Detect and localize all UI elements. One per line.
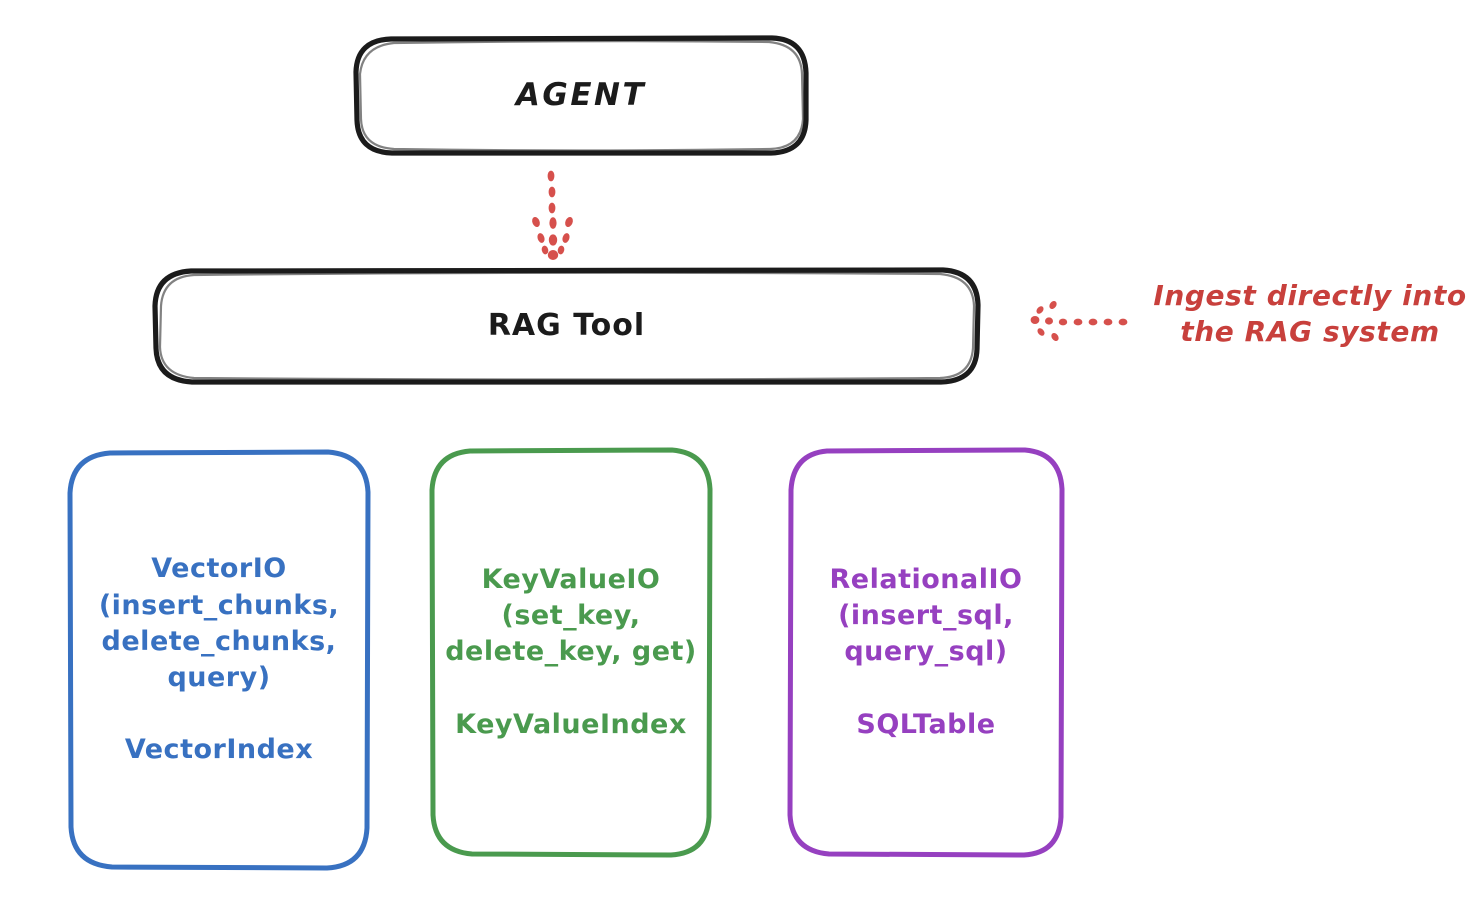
keyvalueio-box-outline [429, 447, 713, 858]
keyvalueio-label: KeyValueIO (set_key, delete_key, get) Ke… [445, 564, 697, 740]
relationalio-label: RelationalIO (insert_sql, query_sql) SQL… [829, 564, 1023, 740]
relationalio-node[interactable]: RelationalIO (insert_sql, query_sql) SQL… [790, 450, 1062, 855]
vectorio-box-outline [67, 449, 371, 871]
rag-tool-box-outline [152, 267, 981, 385]
ingest-annotation-text: Ingest directly into the RAG system [1153, 279, 1467, 348]
rag-tool-node[interactable]: RAG Tool [155, 270, 978, 383]
rag-tool-label: RAG Tool [487, 308, 646, 344]
vectorio-label: VectorIO (insert_chunks, delete_chunks, … [98, 553, 340, 766]
agent-box-outline [353, 35, 809, 156]
ingest-arrow [1030, 300, 1128, 342]
agent-label: AGENT [515, 77, 647, 114]
agent-node[interactable]: AGENT [356, 38, 806, 154]
vectorio-node[interactable]: VectorIO (insert_chunks, delete_chunks, … [70, 452, 368, 868]
keyvalueio-node[interactable]: KeyValueIO (set_key, delete_key, get) Ke… [432, 450, 710, 855]
agent-to-rag-tool-arrow [532, 170, 573, 260]
relationalio-box-outline [787, 447, 1065, 858]
